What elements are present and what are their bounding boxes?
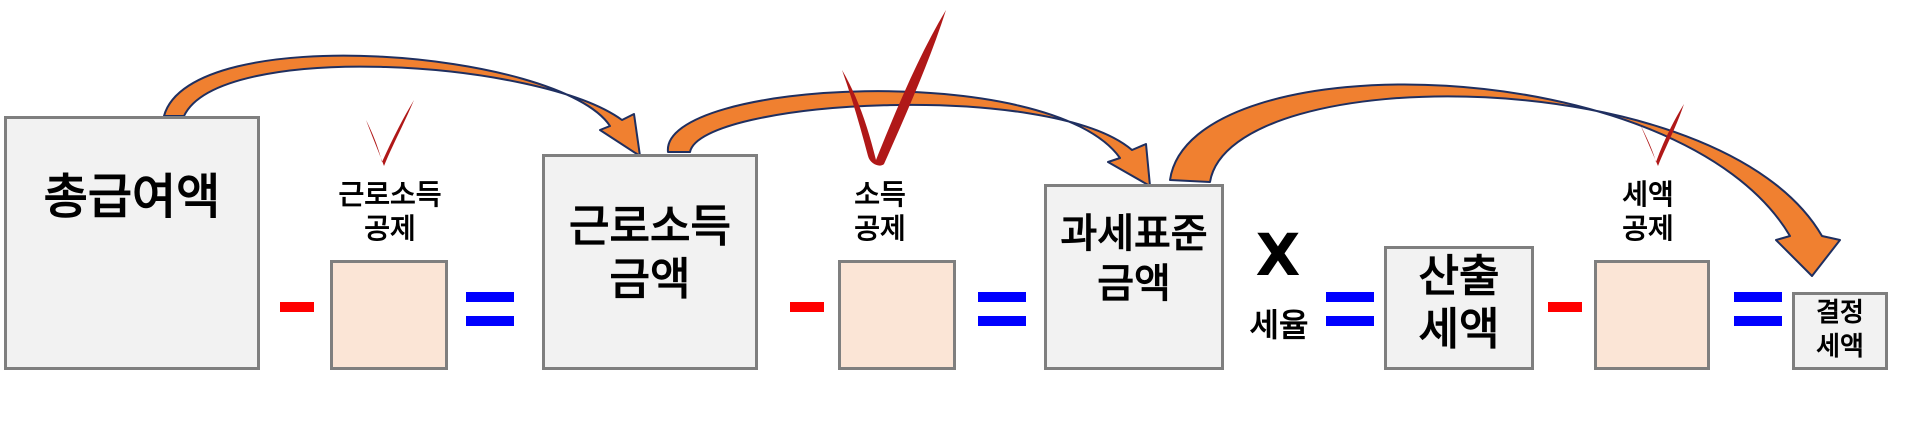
multiply-sign: X xyxy=(1255,221,1301,289)
gross-salary-box: 총급여액 xyxy=(4,116,260,370)
checkmark-icon xyxy=(366,100,414,166)
tax-credit-box xyxy=(1594,260,1710,370)
calculated-tax-box: 산출 세액 xyxy=(1384,246,1534,370)
determined-tax-box: 결정 세액 xyxy=(1792,292,1888,370)
curved-arrow-icon xyxy=(666,90,1151,187)
gross-salary-label: 총급여액 xyxy=(43,169,221,225)
income-deduction-box xyxy=(838,260,956,370)
equals-sign xyxy=(466,292,514,326)
checkmark-icon xyxy=(842,10,946,166)
minus-sign xyxy=(790,302,824,312)
minus-sign xyxy=(280,302,314,312)
minus-sign xyxy=(1548,302,1582,312)
equals-sign xyxy=(1734,292,1782,326)
checkmark-icon xyxy=(1640,104,1684,166)
earned-income-deduction-box xyxy=(330,260,448,370)
income-deduction-label: 소득 공제 xyxy=(854,178,906,245)
earned-income-amount-box: 근로소득 금액 xyxy=(542,154,758,370)
earned-income-deduction-label: 근로소득 공제 xyxy=(338,178,442,245)
tax-rate-label: 세율 xyxy=(1249,306,1309,344)
equals-sign xyxy=(978,292,1026,326)
tax-credit-label: 세액 공제 xyxy=(1622,178,1674,245)
equals-sign xyxy=(1326,292,1374,326)
tax-base-box: 과세표준 금액 xyxy=(1044,184,1224,370)
